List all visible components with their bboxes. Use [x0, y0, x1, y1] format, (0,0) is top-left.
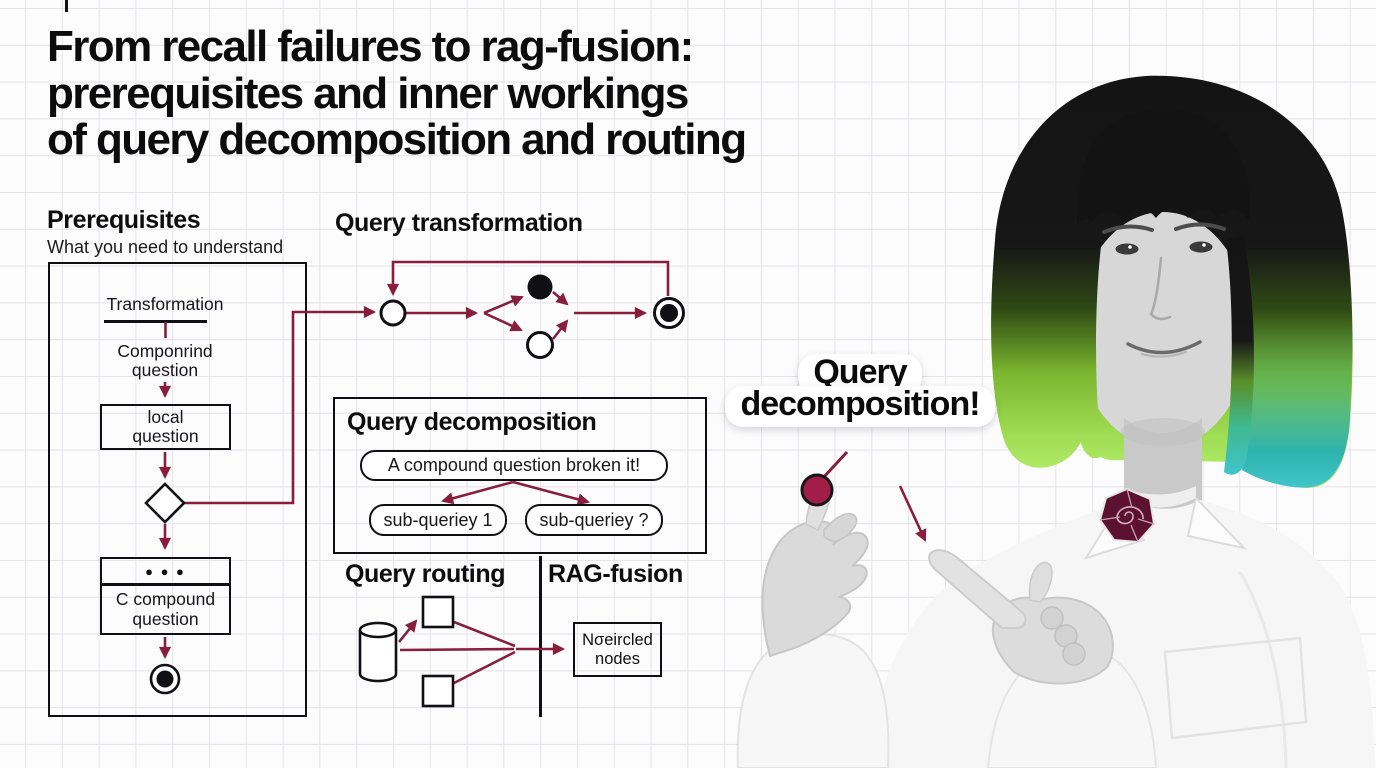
pointing-index-finger [928, 549, 1027, 629]
query-transformation-nodes [379, 274, 685, 359]
query-routing-heading: Query routing [345, 560, 506, 588]
page-title: From recall failures to rag-fusion: prer… [47, 22, 827, 165]
end-node-core-2 [660, 304, 678, 322]
decision-diamond [144, 482, 186, 524]
query-decomposition-heading: Query decomposition [347, 408, 597, 436]
open-node-2 [526, 331, 554, 359]
annotation-arrow [898, 485, 927, 542]
end-node-core [156, 670, 174, 688]
portrait-woman [736, 75, 1375, 768]
callout-line-2: decomposition! [725, 385, 995, 428]
open-node-1 [379, 299, 407, 327]
left-eyebrow [1102, 224, 1154, 234]
flow-label-compound-question: Componrind question [117, 341, 213, 381]
query-decomposition-box [333, 397, 707, 554]
database-cylinder [358, 630, 398, 683]
flow-label-transformation: Transformation [106, 294, 224, 314]
pointing-thumb [1028, 561, 1053, 603]
pinching-hand [736, 480, 890, 768]
routing-square-bottom [421, 674, 455, 708]
nose [1149, 256, 1172, 321]
pinch-thumb [823, 512, 858, 542]
filled-node [527, 274, 553, 300]
prerequisites-flow [158, 305, 377, 660]
prerequisites-box [48, 262, 307, 717]
local-question-box: local question [100, 404, 231, 450]
prerequisites-subheading: What you need to understand [47, 237, 284, 257]
sub-query-chip-2: sub-queriey ? [525, 504, 663, 536]
red-dot-node [800, 473, 834, 507]
c-compound-question-box: C compound question [100, 584, 231, 635]
page-title-text: From recall failures to rag-fusion: prer… [47, 22, 747, 165]
face [1076, 212, 1250, 517]
left-hair-lock [1072, 230, 1102, 459]
connector-diamond-to-transformation [184, 305, 377, 505]
prerequisites-nodes [144, 482, 186, 695]
bangs [1072, 108, 1254, 475]
feedback-loop [386, 260, 670, 297]
routing-square-top [421, 595, 455, 629]
sub-query-chip-1: sub-queriey 1 [369, 504, 507, 536]
query-routing-flow [358, 595, 566, 708]
right-hair-lock [1224, 235, 1254, 475]
query-decomposition-arrows [441, 480, 590, 506]
transformation-underline [104, 320, 207, 323]
query-transformation-flow [386, 260, 670, 340]
prerequisites-heading: Prerequisites [47, 206, 201, 234]
rag-fusion-node-box: Nσeircled nodes [573, 622, 662, 677]
collar-right [1186, 495, 1247, 550]
rose-brooch [1098, 487, 1156, 544]
mouth [1126, 340, 1202, 355]
left-eye [1115, 243, 1139, 255]
left-sleeve [736, 632, 890, 768]
query-transformation-heading: Query transformation [335, 209, 583, 237]
ellipsis-box: ● ● ● [100, 557, 231, 585]
callout-sticker: Query decomposition! [714, 354, 1006, 428]
paper-tick [65, 0, 68, 12]
compound-question-chip: A compound question broken it! [360, 450, 668, 481]
right-eyebrow [1174, 222, 1226, 231]
callout-pointer [800, 450, 927, 542]
right-eye [1189, 241, 1213, 253]
section-divider [539, 556, 542, 717]
shirt-pocket [1163, 636, 1308, 740]
pointing-hand [928, 549, 1158, 768]
rag-fusion-heading: RAG-fusion [548, 560, 683, 588]
